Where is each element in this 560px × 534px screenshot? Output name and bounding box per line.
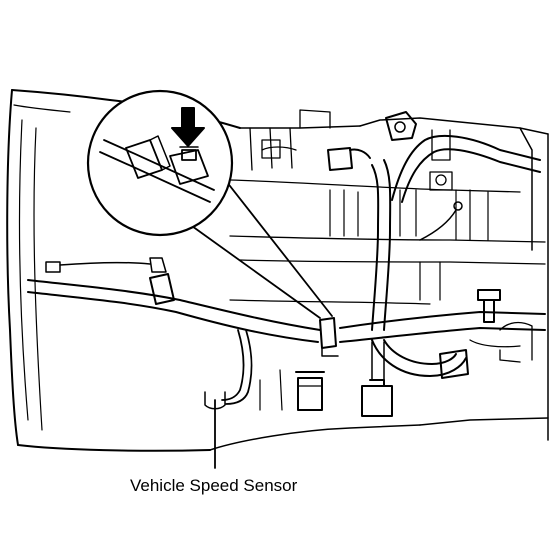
magnifier-inset [86, 89, 234, 237]
harness-connector [361, 379, 393, 417]
harness-clip-right [477, 289, 501, 323]
connector-top-right [385, 111, 417, 141]
vehicle-speed-sensor-label: Vehicle Speed Sensor [130, 476, 298, 495]
down-arrow-icon [171, 107, 205, 147]
wiring-harness [27, 134, 546, 405]
transmission-housing [6, 89, 549, 452]
connector-top-left [327, 147, 371, 171]
sensor-connector [295, 371, 325, 411]
harness-clip-center [319, 317, 339, 357]
